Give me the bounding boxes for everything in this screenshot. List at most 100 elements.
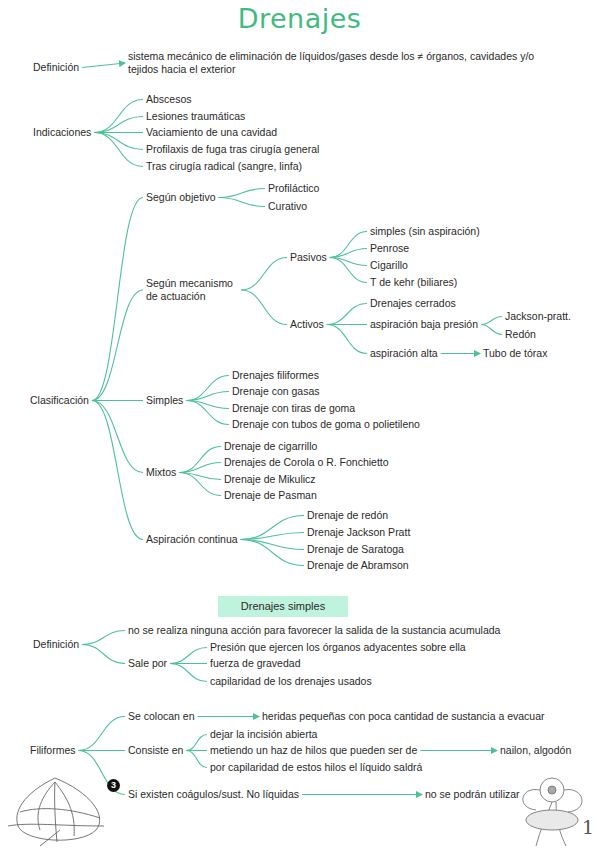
node-text: Drenaje de Pasman [224,489,317,502]
mindmap-item: dejar la incisión abierta [210,728,317,741]
node-text: metiendo un haz de hilos que pueden ser … [210,744,417,757]
node-text: Según mecanismo de actuación [146,277,238,303]
node-text: Clasificación [30,394,89,407]
node-text: Pasivos [290,251,327,264]
mindmap-item: Drenajes filiformes [232,369,319,382]
node-text: Redón [505,328,536,341]
branch-connector [218,189,265,198]
branch-connector [186,751,207,768]
node-text: Drenajes filiformes [232,369,319,382]
branch-connector [218,198,265,207]
node-text: Simples [146,394,183,407]
branch-connector [179,463,221,473]
branch-connector [481,325,502,335]
branch-connector [94,133,143,150]
mindmap-item: Aspiración continua [146,533,238,546]
mindmap-item: Indicaciones [33,126,91,139]
mindmap-item: Cigarillo [370,259,408,272]
node-text: Drenajes cerrados [370,297,456,310]
node-text: Drenaje con tiras de goma [232,402,355,415]
mindmap-item: aspiración alta [370,347,438,360]
branch-connector [186,735,207,751]
branch-connector [241,290,287,325]
mindmap-item: Definición [33,61,79,74]
mindmap-item: Drenaje de Mikulicz [224,473,316,486]
mindmap-item: Sale por [128,657,167,670]
node-text: Tras cirugía radical (sangre, linfa) [146,160,302,173]
mindmap-item: no se realiza ninguna acción para favore… [128,624,500,637]
mindmap-item: Jackson-pratt. [505,310,571,323]
mindmap-item: Activos [290,318,324,331]
branch-connector [186,376,229,401]
node-text: Activos [290,318,324,331]
mindmap-item: Según objetivo [146,191,215,204]
node-text: Jackson-pratt. [505,310,571,323]
branch-connector [94,117,143,133]
node-text: T de kehr (biliares) [370,276,457,289]
node-text: por capilaridad de estos hilos el líquid… [210,761,422,774]
branch-connector [327,325,367,354]
branch-connector [330,258,367,283]
mindmap-item: Curativo [268,200,307,213]
mindmap-item: Definición [33,638,79,651]
node-text: heridas pequeñas con poca cantidad de su… [262,710,545,723]
mindmap-item: Profilaxis de fuga tras cirugía general [146,143,319,156]
node-text: sistema mecánico de eliminación de líqui… [128,50,548,76]
mindmap-item: heridas pequeñas con poca cantidad de su… [262,710,545,723]
mindmap-item: Drenaje de Saratoga [307,543,404,556]
mindmap-item: Profiláctico [268,182,319,195]
node-text: Consiste en [128,744,183,757]
node-text: dejar la incisión abierta [210,728,317,741]
mindmap-item: Penrose [370,242,409,255]
branch-connector [92,401,143,473]
mindmap-item: Tubo de tórax [483,347,547,360]
node-text: Definición [33,638,79,651]
branch-connector [94,133,143,167]
mindmap-item: Drenaje de redón [307,509,388,522]
arrow-connector [82,63,125,68]
callout-number: 3 [107,779,120,792]
mindmap-item: por capilaridad de estos hilos el líquid… [210,761,422,774]
mindmap-item: Drenaje de Abramson [307,559,409,572]
branch-connector [92,198,143,401]
mindmap-item: Consiste en [128,744,183,757]
onion-drain-illustration [8,778,104,846]
mindmap-item: Tras cirugía radical (sangre, linfa) [146,160,302,173]
node-text: Penrose [370,242,409,255]
mindmap-item: Drenaje Jackson Pratt [307,526,410,539]
page-number: 1 [582,816,594,838]
branch-connector [170,664,207,682]
branch-connector [94,100,143,133]
mindmap-item: Drenaje con gasas [232,385,320,398]
branch-connector [241,516,304,540]
mindmap-item: Abscesos [146,93,192,106]
node-text: nailon, algodón [500,744,571,757]
arrow-connector [420,750,497,751]
node-text: aspiración baja presión [370,318,478,331]
node-text: Drenaje de Saratoga [307,543,404,556]
branch-connector [186,401,229,425]
mindmap-item: Presión que ejercen los órganos adyacent… [210,641,466,654]
mindmap-item: metiendo un haz de hilos que pueden ser … [210,744,417,757]
mindmap-item: nailon, algodón [500,744,571,757]
branch-connector [327,324,367,325]
mindmap-item: Drenajes cerrados [370,297,456,310]
node-text: Drenaje con gasas [232,385,320,398]
node-text: Drenajes simples [218,600,348,613]
branch-connector [327,304,367,325]
node-text: Filiformes [30,744,76,757]
mindmap-item: Lesiones traumáticas [146,110,245,123]
node-text: Si existen coágulos/sust. No líquidas [128,788,299,801]
mindmap-item: Drenaje con tubos de goma o polietileno [232,418,420,431]
mindmap-item: Mixtos [146,466,176,479]
mindmap-item: simples (sin aspiración) [370,225,480,238]
mindmap-item: Se colocan en [128,710,195,723]
branch-connector [179,447,221,473]
node-text: Abscesos [146,93,192,106]
wound-drain-illustration [523,778,582,846]
node-text: Lesiones traumáticas [146,110,245,123]
mindmap-item: no se podrán utilizar [425,788,520,801]
node-text: Tubo de tórax [483,347,547,360]
mindmap-item: Clasificación [30,394,89,407]
